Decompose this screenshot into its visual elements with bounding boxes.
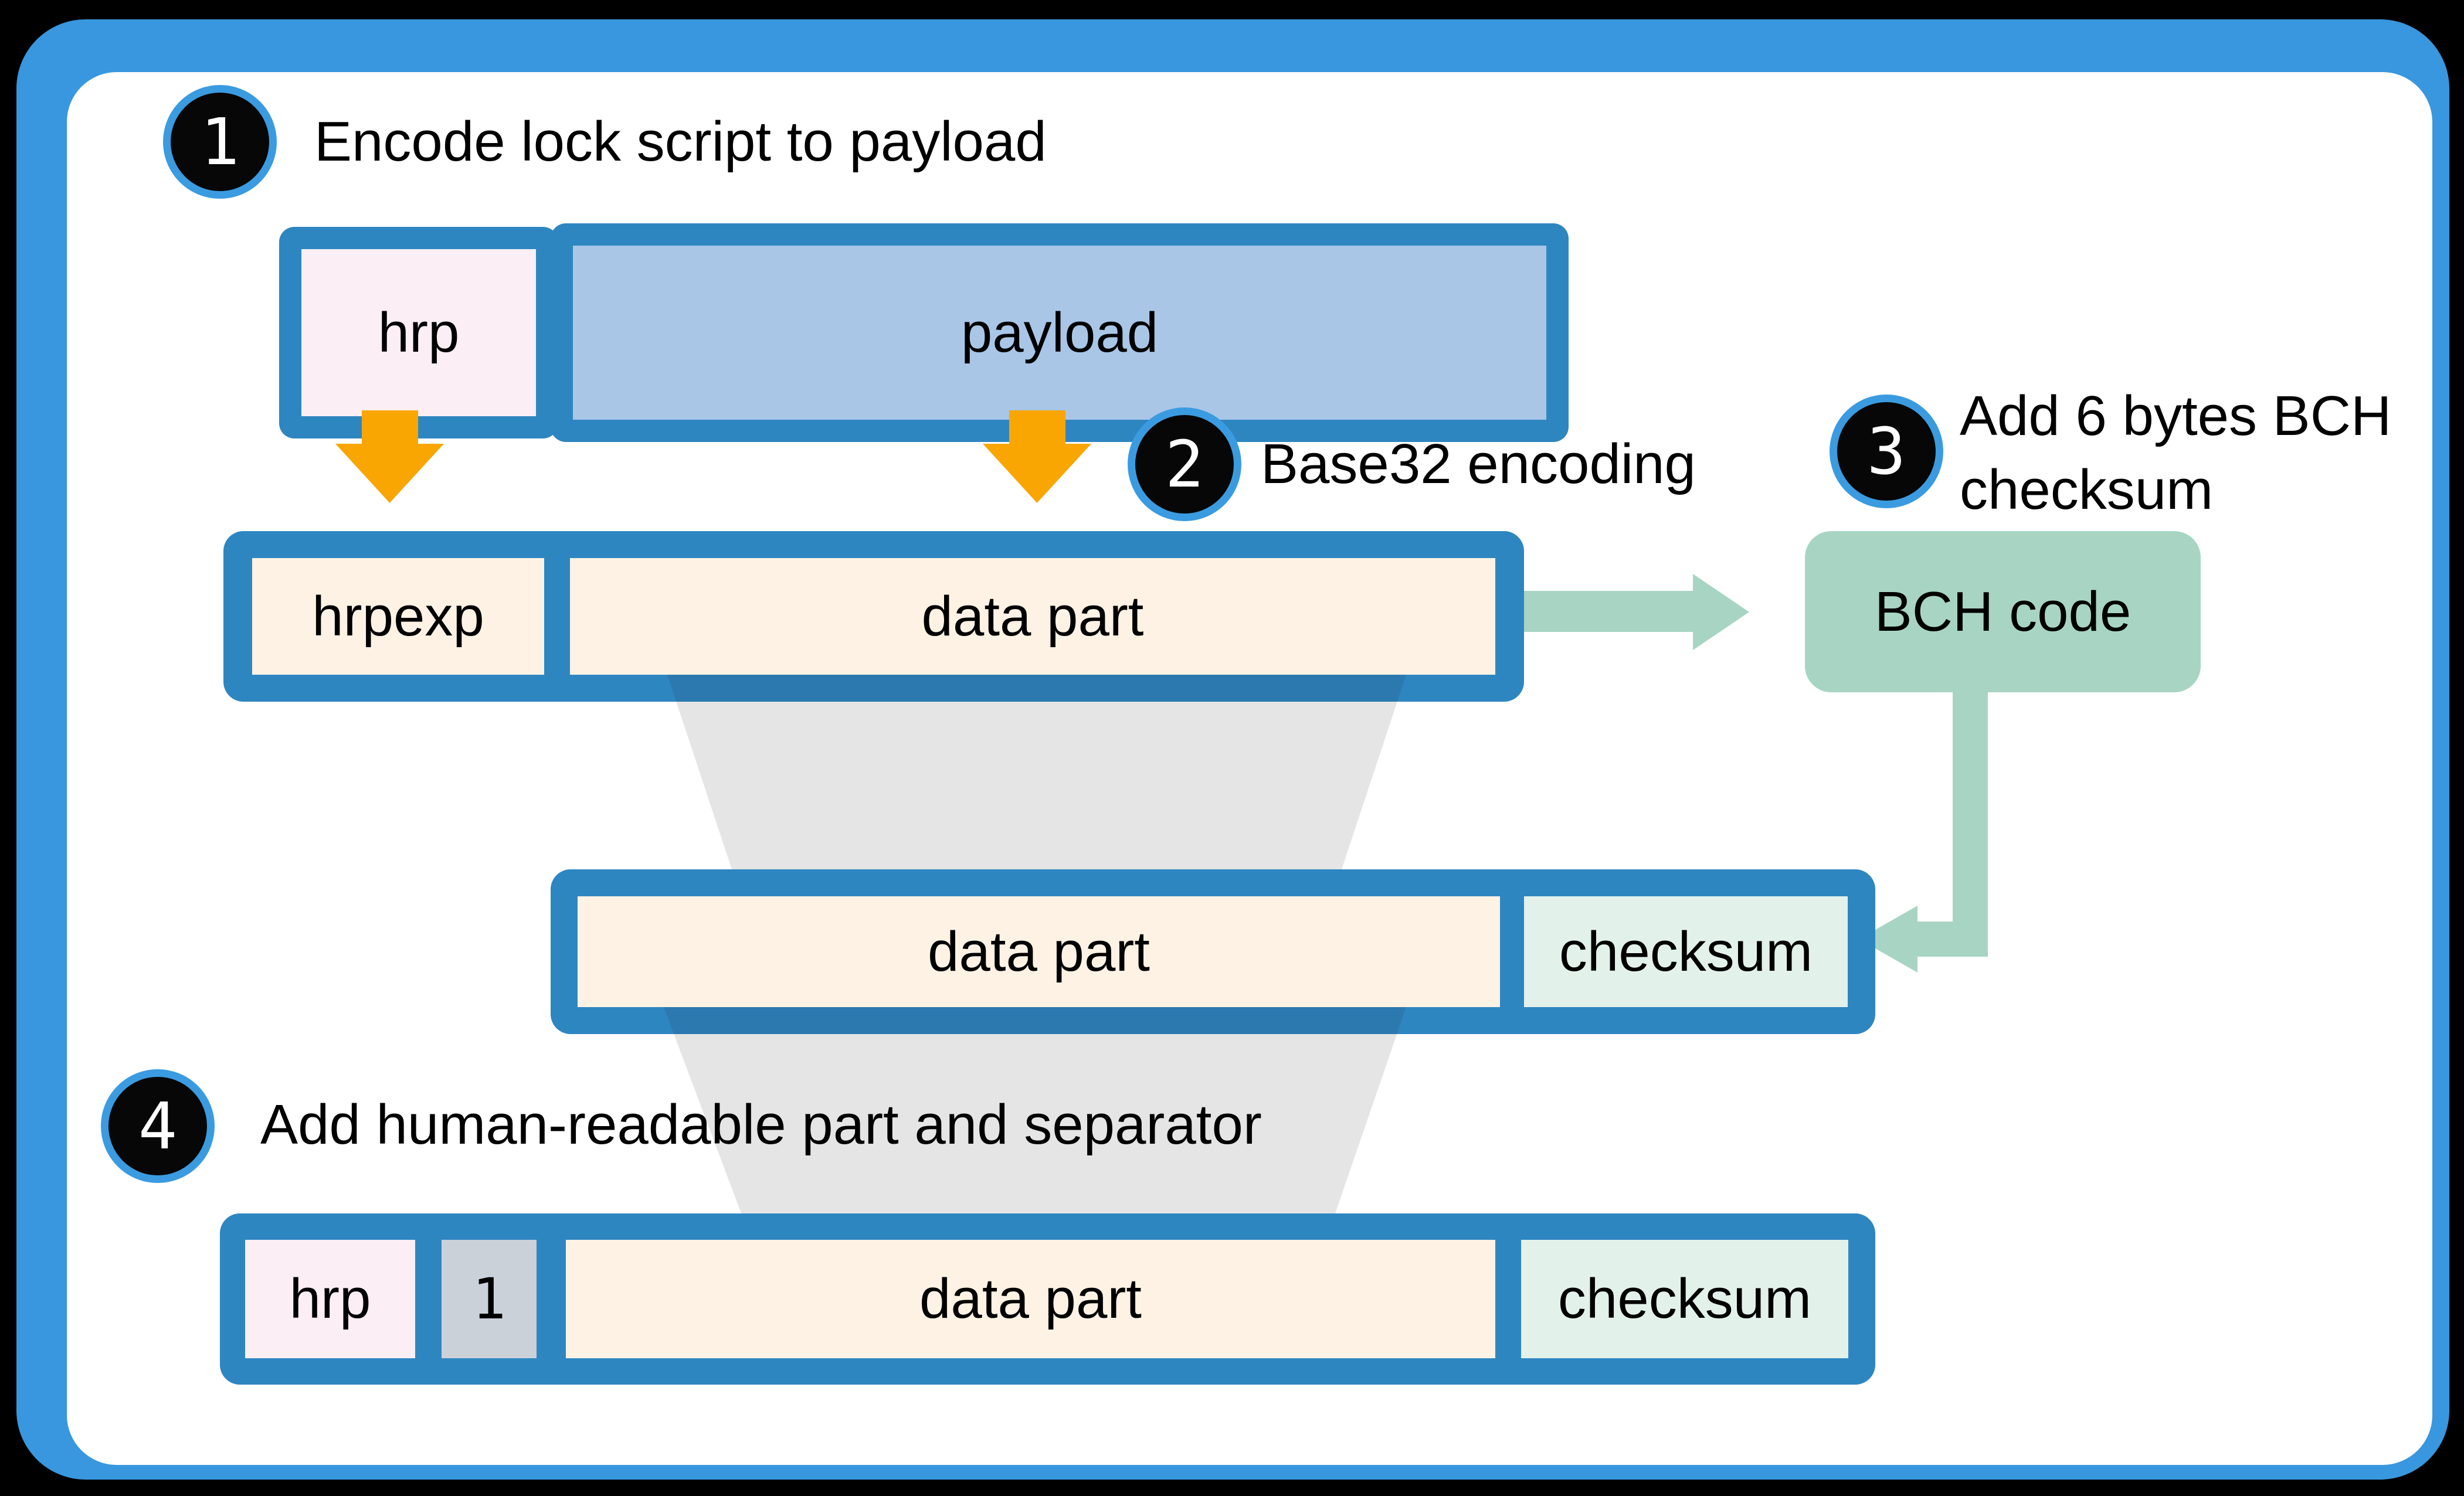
step3-label-line1: Add 6 bytes BCH <box>1960 385 2392 447</box>
hrp-box: hrp <box>279 227 558 438</box>
funnel-shape <box>667 675 1406 869</box>
step1-badge: 1 <box>163 85 277 199</box>
payload-label: payload <box>961 301 1159 364</box>
separator-box: 1 <box>442 1240 537 1358</box>
payload-box: payload <box>551 223 1569 442</box>
data-part-label: data part <box>921 584 1144 648</box>
step2-label: Base32 encoding <box>1261 433 1696 495</box>
data-part-label: data part <box>928 920 1150 983</box>
step1-label: Encode lock script to payload <box>314 110 1047 173</box>
checksum-label: checksum <box>1557 1267 1812 1330</box>
step2-badge: 2 <box>1128 407 1241 521</box>
data-part-label: data part <box>919 1267 1142 1330</box>
funnel-shape <box>664 1007 1406 1213</box>
separator-label: 1 <box>472 1266 506 1332</box>
hrpexp-box: hrpexp <box>252 558 544 675</box>
step1-number: 1 <box>200 104 240 179</box>
hrp-label: hrp <box>289 1267 371 1330</box>
step4-number: 4 <box>138 1089 178 1164</box>
checksum-box: checksum <box>1524 896 1848 1007</box>
checksum-box: checksum <box>1521 1240 1848 1358</box>
checksum-label: checksum <box>1559 920 1813 983</box>
hrp-label: hrp <box>378 301 460 364</box>
step2-number: 2 <box>1165 427 1204 502</box>
step3-badge: 3 <box>1830 395 1943 508</box>
bch-code-label: BCH code <box>1874 580 2132 643</box>
step4-badge: 4 <box>101 1069 215 1183</box>
step3-label-line2: checksum <box>1960 458 2214 521</box>
hrpexp-label: hrpexp <box>312 584 484 648</box>
step3-label: Add 6 bytes BCH checksum <box>1960 379 2391 527</box>
data-part-box: data part <box>578 896 1500 1007</box>
data-part-box: data part <box>566 1240 1495 1358</box>
step3-number: 3 <box>1866 414 1906 489</box>
hrp-box: hrp <box>245 1240 415 1358</box>
data-part-box: data part <box>570 558 1495 675</box>
step4-label: Add human-readable part and separator <box>260 1093 1262 1156</box>
bch-code-box: BCH code <box>1805 531 2201 692</box>
